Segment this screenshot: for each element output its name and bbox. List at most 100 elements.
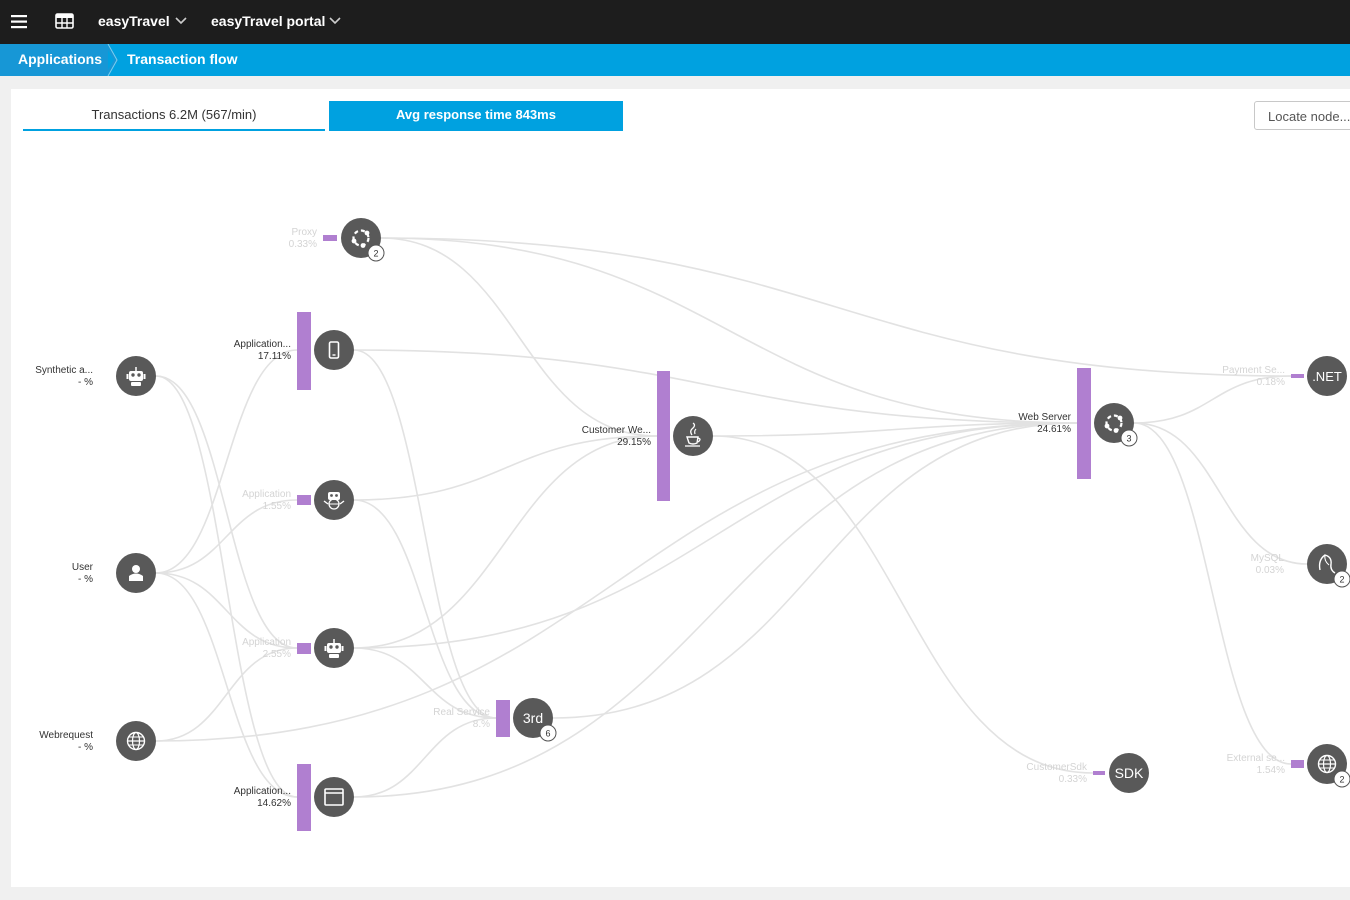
- sdk-icon: SDK: [1115, 765, 1144, 781]
- breadcrumb-item-applications[interactable]: Applications: [0, 44, 108, 76]
- flow-node-synthetic[interactable]: Synthetic a...- %: [35, 356, 156, 396]
- node-percent-label: 8.%: [473, 719, 490, 730]
- breadcrumb: Applications Transaction flow: [0, 44, 1350, 76]
- node-circle[interactable]: [673, 416, 713, 456]
- flow-node-webrequest[interactable]: Webrequest- %: [39, 721, 156, 761]
- flow-link: [155, 572, 298, 798]
- top-bar: easyTravel easyTravel portal: [0, 0, 1350, 44]
- node-name-label: Application...: [234, 339, 291, 350]
- flow-link: [353, 435, 658, 501]
- flow-node-app-web[interactable]: Application...14.62%: [234, 764, 354, 831]
- flow-link: [1133, 422, 1292, 765]
- flow-link: [712, 435, 1094, 774]
- java-icon: [685, 422, 701, 447]
- robot-icon: [324, 639, 344, 658]
- node-badge-text: .NET: [1312, 369, 1342, 384]
- node-circle[interactable]: [314, 777, 354, 817]
- flow-link: [380, 237, 658, 437]
- instance-count-badge: [539, 724, 557, 742]
- app-selector-label[interactable]: easyTravel: [98, 13, 170, 29]
- flow-link: [380, 237, 1078, 424]
- instance-count-text: 3: [1126, 434, 1131, 444]
- node-percent-label: 0.18%: [1257, 377, 1285, 388]
- instance-count-text: 2: [1339, 575, 1344, 585]
- node-name-label: Synthetic a...: [35, 365, 93, 376]
- node-circle[interactable]: [314, 330, 354, 370]
- node-percent-label: 0.33%: [289, 239, 317, 250]
- node-volume-bar: [1291, 374, 1304, 378]
- node-circle[interactable]: [1109, 753, 1149, 793]
- node-volume-bar: [323, 235, 337, 241]
- instance-count-text: 6: [545, 729, 550, 739]
- breadcrumb-label: Applications: [18, 51, 103, 67]
- node-percent-label: 2.55%: [263, 649, 291, 660]
- locate-node-button[interactable]: Locate node...: [1254, 101, 1350, 130]
- breadcrumb-item-transaction-flow: Transaction flow: [127, 51, 238, 67]
- node-name-label: Application: [242, 489, 291, 500]
- node-name-label: Web Server: [1018, 412, 1071, 423]
- flow-link: [353, 717, 497, 798]
- user-icon: [129, 565, 143, 581]
- process-group-icon: [351, 229, 370, 248]
- node-name-label: Customer We...: [582, 425, 651, 436]
- chevron-down-icon[interactable]: [329, 17, 341, 25]
- flow-node-user[interactable]: User- %: [72, 553, 156, 593]
- hamburger-menu-icon[interactable]: [11, 13, 28, 30]
- flow-link: [353, 349, 497, 719]
- flow-node-customer[interactable]: Customer We...29.15%: [582, 371, 713, 501]
- node-name-label: Application: [242, 637, 291, 648]
- application-selector-label[interactable]: easyTravel portal: [211, 13, 326, 29]
- node-percent-label: 0.03%: [1256, 565, 1284, 576]
- node-name-label: Proxy: [291, 227, 317, 238]
- flow-link: [353, 422, 1078, 649]
- flow-node-external[interactable]: External se...1.54% 2: [1227, 744, 1350, 788]
- flow-node-app-mobile[interactable]: Application...17.11%: [234, 312, 354, 390]
- flow-link: [353, 349, 1078, 424]
- flow-link: [353, 422, 1078, 798]
- tab-transactions[interactable]: Transactions 6.2M (567/min): [23, 101, 325, 131]
- third-party-icon: 3rd: [523, 710, 543, 726]
- instance-count-badge: [1333, 770, 1350, 788]
- breadcrumb-separator-icon: [104, 44, 118, 76]
- flow-node-dotnet[interactable]: Payment Se...0.18% .NET: [1222, 356, 1347, 396]
- node-volume-bar: [297, 495, 311, 505]
- node-name-label: External se...: [1227, 753, 1285, 764]
- tab-avg-response-time[interactable]: Avg response time 843ms: [329, 101, 623, 131]
- instance-count-badge: [1333, 570, 1350, 588]
- node-percent-label: 17.11%: [258, 351, 291, 362]
- chevron-down-icon[interactable]: [175, 17, 187, 25]
- instance-count-badge: [1120, 429, 1138, 447]
- node-volume-bar: [297, 764, 311, 831]
- flow-link: [155, 422, 1078, 742]
- browser-window-icon: [324, 788, 344, 806]
- node-name-label: User: [72, 562, 94, 573]
- node-percent-label: - %: [78, 742, 93, 753]
- globe-icon: [1317, 754, 1337, 774]
- flow-link: [155, 499, 298, 574]
- node-percent-label: 1.54%: [1257, 765, 1285, 776]
- node-name-label: Application...: [234, 786, 291, 797]
- flow-link: [155, 647, 298, 742]
- instance-count-text: 2: [373, 249, 378, 259]
- dotnet-icon: .NET: [1312, 369, 1342, 384]
- flow-link: [155, 375, 298, 649]
- node-percent-label: 0.33%: [1059, 774, 1087, 785]
- flow-link: [155, 375, 298, 798]
- node-volume-bar: [1093, 771, 1105, 775]
- instance-count-text: 2: [1339, 775, 1344, 785]
- flow-link: [712, 422, 1078, 437]
- dashboard-icon[interactable]: [55, 13, 74, 29]
- node-circle[interactable]: [1307, 356, 1347, 396]
- node-percent-label: 14.62%: [257, 798, 291, 809]
- node-name-label: Payment Se...: [1222, 365, 1285, 376]
- node-badge-text: 3rd: [523, 710, 543, 726]
- node-volume-bar: [657, 371, 670, 501]
